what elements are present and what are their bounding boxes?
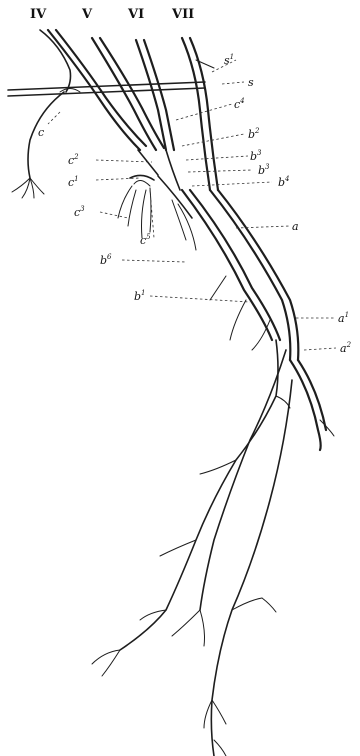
main-trunk	[182, 190, 326, 450]
nerve-root-iv	[12, 30, 71, 198]
label-b2: b2	[248, 127, 260, 141]
label-c1: c1	[68, 175, 79, 189]
label-b4: b4	[278, 175, 290, 189]
root-label-vii: VII	[171, 7, 194, 22]
root-label-v: V	[81, 7, 93, 22]
plexus-junction	[118, 150, 196, 250]
anatomical-labels: s1 s c c4 b2 c2 b3 c1 b3 b4 c3 a c5 b6 b…	[38, 53, 352, 355]
root-label-iv: IV	[30, 7, 47, 22]
label-b3-upper: b3	[250, 149, 262, 163]
label-a1: a1	[338, 311, 349, 325]
label-s1: s1	[224, 53, 234, 67]
horizontal-band	[8, 82, 205, 96]
label-c5: c5	[140, 233, 151, 247]
nerve-root-vii	[136, 38, 218, 190]
label-b3-lower: b3	[258, 163, 270, 177]
label-a2: a2	[340, 341, 352, 355]
label-c4: c4	[234, 97, 245, 111]
label-c2: c2	[68, 153, 79, 167]
label-c: c	[38, 126, 44, 139]
label-b6: b6	[100, 253, 112, 267]
root-label-vi: VI	[127, 7, 144, 22]
label-c3: c3	[74, 205, 85, 219]
label-s: s	[248, 76, 254, 89]
label-b1: b1	[134, 289, 146, 303]
label-a: a	[292, 220, 299, 233]
